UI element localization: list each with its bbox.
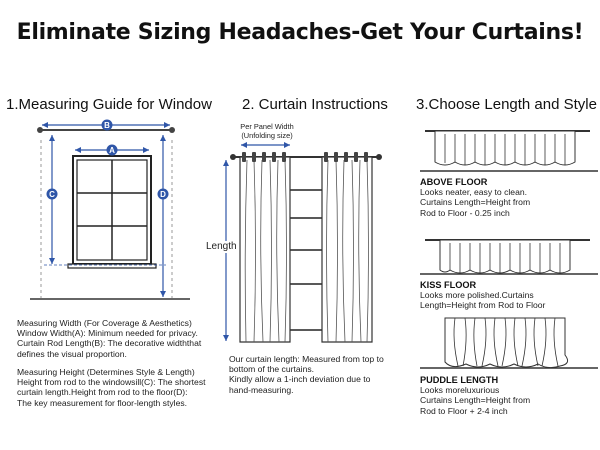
text-line: Curtains Length=Height from	[420, 197, 531, 208]
style-kiss-floor-text: KISS FLOOR Looks more polished.Curtains …	[420, 280, 598, 311]
text-line: Curtains Length=Height from	[420, 395, 531, 406]
height-measure-text: Measuring Height (Determines Style & Len…	[17, 367, 227, 408]
label-d-circle	[157, 188, 169, 200]
section2-heading: 2. Curtain Instructions	[242, 96, 388, 113]
style-name: KISS FLOOR	[420, 280, 477, 290]
label-b: B	[104, 121, 110, 130]
section3-heading: 3.Choose Length and Style	[416, 96, 597, 113]
text-line: Window Width(A): Minimum needed for priv…	[17, 328, 198, 339]
style-name: PUDDLE LENGTH	[420, 375, 499, 385]
curtain-length-note: Our curtain length: Measured from top to…	[229, 354, 399, 395]
text-line: Measuring Width (For Coverage & Aestheti…	[17, 318, 192, 328]
curtain-diagram	[223, 142, 382, 343]
text-line: Height from rod to the windowsill(C): Th…	[17, 377, 206, 388]
style-puddle-length-diagram	[420, 317, 598, 369]
text-line: defines the visual proportion.	[17, 348, 127, 359]
text-line: Measuring Height (Determines Style & Len…	[17, 367, 195, 377]
section1-heading: 1.Measuring Guide for Window	[6, 96, 212, 113]
label-d: D	[160, 190, 166, 199]
style-kiss-floor-diagram	[420, 239, 598, 275]
text-line: Rod to Floor + 2-4 inch	[420, 405, 508, 416]
text-line: Rod to Floor - 0.25 inch	[420, 207, 510, 218]
label-c: C	[49, 190, 55, 199]
text-line: hand-measuring.	[229, 384, 294, 395]
text-line: Curtain Rod Length(B): The decorative wi…	[17, 338, 202, 349]
text-line: Kindly allow a 1-inch deviation due to	[229, 374, 371, 385]
label-c-circle	[46, 188, 58, 200]
style-puddle-length-text: PUDDLE LENGTH Looks moreluxurious Curtai…	[420, 375, 595, 416]
label-b-circle	[101, 119, 113, 131]
text-line: Per Panel Width	[240, 122, 294, 131]
width-measure-text: Measuring Width (For Coverage & Aestheti…	[17, 318, 217, 359]
page-title: Eliminate Sizing Headaches-Get Your Curt…	[16, 20, 584, 45]
text-line: (Unfolding size)	[241, 131, 293, 140]
text-line: Length=Height from Rod to Floor	[420, 300, 546, 311]
text-line: bottom of the curtains.	[229, 364, 315, 375]
text-line: Looks neater, easy to clean.	[420, 187, 528, 198]
text-line: Looks moreluxurious	[420, 385, 500, 396]
label-a-circle	[106, 144, 118, 156]
text-line: The key measurement for floor-length sty…	[17, 397, 188, 408]
style-above-floor-text: ABOVE FLOOR Looks neater, easy to clean.…	[420, 177, 595, 218]
text-line: Our curtain length: Measured from top to	[229, 354, 384, 364]
panel-width-label: Per Panel Width (Unfolding size)	[239, 122, 295, 140]
length-label: Length	[206, 241, 237, 254]
text-line: curtain length.Height from rod to the fl…	[17, 387, 188, 398]
style-above-floor-diagram	[420, 130, 598, 172]
text-line: Looks more polished.Curtains	[420, 290, 534, 301]
style-name: ABOVE FLOOR	[420, 177, 488, 187]
label-a: A	[109, 146, 115, 155]
